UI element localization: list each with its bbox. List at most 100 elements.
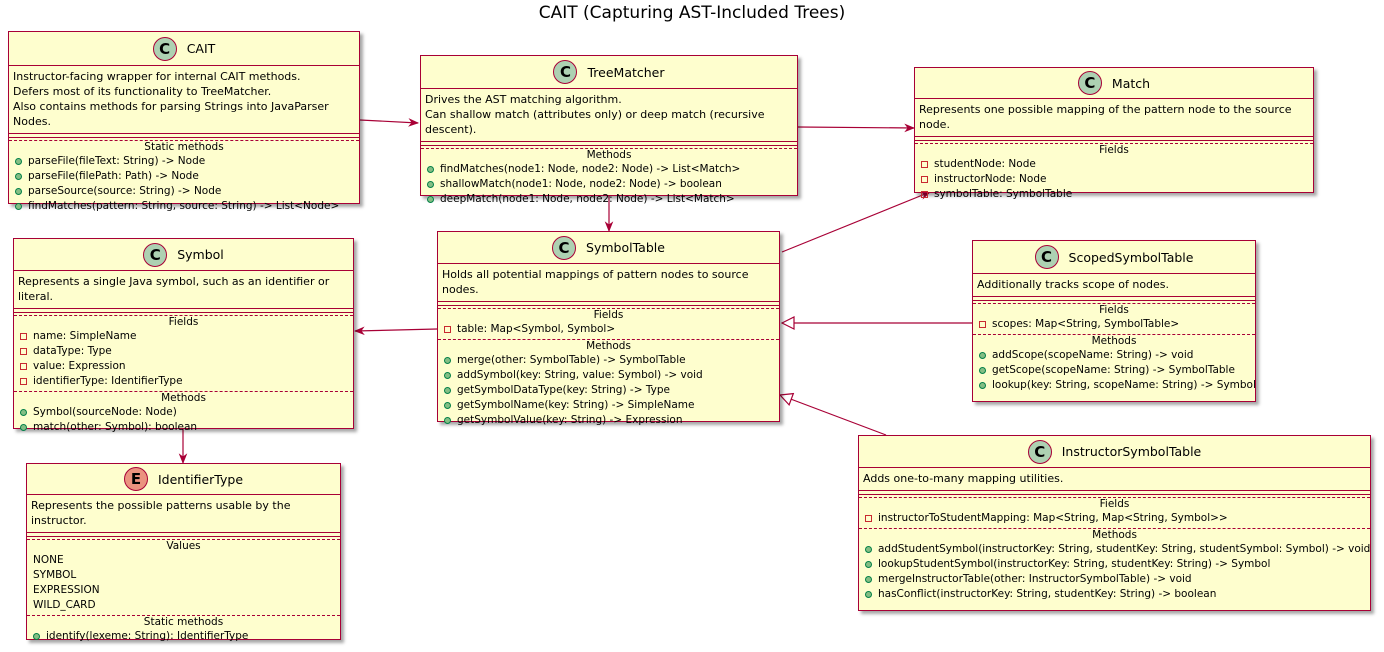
class-header: C Symbol bbox=[14, 239, 353, 271]
public-visibility-icon bbox=[15, 188, 22, 195]
class-name: ScopedSymbolTable bbox=[1068, 249, 1194, 265]
section-label: Fields bbox=[859, 497, 1370, 511]
edge-symboltable-symbol bbox=[353, 326, 438, 336]
class-badge-icon: C bbox=[1027, 439, 1052, 464]
field-row: dataType: Type bbox=[14, 344, 353, 359]
enum-value: WILD_CARD bbox=[33, 599, 96, 611]
public-visibility-icon bbox=[444, 402, 451, 409]
class-description: Instructor-facing wrapper for internal C… bbox=[9, 66, 359, 134]
method-row: findMatches(node1: Node, node2: Node) ->… bbox=[421, 162, 797, 177]
private-visibility-icon bbox=[921, 176, 928, 183]
section-label: Fields bbox=[14, 315, 353, 329]
enum-identifiertype[interactable]: E IdentifierType Represents the possible… bbox=[26, 463, 341, 642]
class-description: Represents a single Java symbol, such as… bbox=[14, 271, 353, 309]
enum-value: EXPRESSION bbox=[33, 584, 100, 596]
class-description: Represents one possible mapping of the p… bbox=[915, 99, 1313, 137]
public-visibility-icon bbox=[20, 424, 27, 431]
description-line: Also contains methods for parsing String… bbox=[13, 100, 329, 128]
separator bbox=[14, 309, 353, 313]
field-row: instructorNode: Node bbox=[915, 172, 1313, 187]
method-row: getScope(scopeName: String) -> SymbolTab… bbox=[973, 363, 1255, 378]
public-visibility-icon bbox=[444, 357, 451, 364]
separator bbox=[973, 297, 1255, 301]
separator bbox=[438, 302, 779, 306]
description-line: Can shallow match (attributes only) or d… bbox=[425, 108, 765, 136]
field-row: name: SimpleName bbox=[14, 329, 353, 344]
description-line: Defers most of its functionality to Tree… bbox=[13, 85, 272, 98]
method-row: deepMatch(node1: Node, node2: Node) -> L… bbox=[421, 192, 797, 207]
method-row: getSymbolValue(key: String) -> Expressio… bbox=[438, 413, 779, 428]
class-badge-icon: C bbox=[1077, 71, 1102, 95]
method-row: identify(lexeme: String): IdentifierType bbox=[27, 629, 340, 644]
field-row: identifierType: IdentifierType bbox=[14, 374, 353, 389]
enum-badge-icon: E bbox=[123, 467, 148, 491]
method-row: addStudentSymbol(instructorKey: String, … bbox=[859, 542, 1370, 557]
edge-cait-treematcher bbox=[359, 118, 420, 127]
public-visibility-icon bbox=[444, 372, 451, 379]
public-visibility-icon bbox=[865, 591, 872, 598]
class-name: TreeMatcher bbox=[587, 64, 665, 80]
public-visibility-icon bbox=[979, 367, 986, 374]
description-line: Holds all potential mappings of pattern … bbox=[442, 268, 749, 296]
description-line: Represents the possible patterns usable … bbox=[31, 499, 291, 527]
field-row: value: Expression bbox=[14, 359, 353, 374]
separator bbox=[9, 134, 359, 138]
private-visibility-icon bbox=[865, 515, 872, 522]
field-row: instructorToStudentMapping: Map<String, … bbox=[859, 511, 1370, 526]
private-visibility-icon bbox=[20, 378, 27, 385]
section-label: Methods bbox=[973, 334, 1255, 348]
class-header: C SymbolTable bbox=[438, 232, 779, 264]
method-row: findMatches(pattern: String, source: Str… bbox=[9, 199, 359, 214]
section-label: Fields bbox=[915, 143, 1313, 157]
private-visibility-icon bbox=[921, 191, 928, 198]
section-label: Methods bbox=[859, 528, 1370, 542]
class-name: InstructorSymbolTable bbox=[1061, 444, 1202, 459]
class-badge-icon: C bbox=[552, 235, 577, 260]
section-label: Static methods bbox=[9, 140, 359, 154]
class-description: Adds one-to-many mapping utilities. bbox=[859, 468, 1370, 491]
method-row: parseSource(source: String) -> Node bbox=[9, 184, 359, 199]
diagram-title: CAIT (Capturing AST-Included Trees) bbox=[538, 3, 846, 23]
class-header: E IdentifierType bbox=[27, 464, 340, 495]
edge-treematcher-match bbox=[797, 123, 916, 133]
public-visibility-icon bbox=[427, 166, 434, 173]
field-row: scopes: Map<String, SymbolTable> bbox=[973, 317, 1255, 332]
class-symboltable[interactable]: C SymbolTable Holds all potential mappin… bbox=[437, 231, 780, 426]
public-visibility-icon bbox=[979, 382, 986, 389]
description-line: Represents a single Java symbol, such as… bbox=[18, 275, 330, 303]
public-visibility-icon bbox=[865, 576, 872, 583]
separator bbox=[421, 142, 797, 146]
method-row: parseFile(fileText: String) -> Node bbox=[9, 154, 359, 169]
private-visibility-icon bbox=[20, 363, 27, 370]
class-name: Match bbox=[1111, 75, 1151, 91]
private-visibility-icon bbox=[20, 348, 27, 355]
method-row: lookupStudentSymbol(instructorKey: Strin… bbox=[859, 557, 1370, 572]
method-row: Symbol(sourceNode: Node) bbox=[14, 405, 353, 420]
class-treematcher[interactable]: C TreeMatcher Drives the AST matching al… bbox=[420, 55, 798, 205]
class-name: SymbolTable bbox=[586, 240, 665, 255]
section-label: Fields bbox=[973, 303, 1255, 317]
method-row: shallowMatch(node1: Node, node2: Node) -… bbox=[421, 177, 797, 192]
class-scopedsymboltable[interactable]: C ScopedSymbolTable Additionally tracks … bbox=[972, 240, 1256, 402]
method-row: parseFile(filePath: Path) -> Node bbox=[9, 169, 359, 184]
method-row: lookup(key: String, scopeName: String) -… bbox=[973, 378, 1256, 393]
class-header: C Match bbox=[915, 68, 1313, 99]
class-symbol[interactable]: C Symbol Represents a single Java symbol… bbox=[13, 238, 354, 433]
edge-instructor-symboltable bbox=[780, 395, 887, 436]
description-line: Adds one-to-many mapping utilities. bbox=[863, 472, 1064, 485]
method-row: getSymbolName(key: String) -> SimpleName bbox=[438, 398, 779, 413]
class-match[interactable]: C Match Represents one possible mapping … bbox=[914, 67, 1314, 200]
private-visibility-icon bbox=[20, 333, 27, 340]
separator bbox=[859, 491, 1370, 495]
class-name: Symbol bbox=[177, 247, 224, 262]
edge-symboltable-match bbox=[781, 191, 932, 253]
class-name: IdentifierType bbox=[157, 471, 244, 487]
class-instructorsymboltable[interactable]: C InstructorSymbolTable Adds one-to-many… bbox=[858, 435, 1371, 611]
field-row: studentNode: Node bbox=[915, 157, 1313, 172]
enum-value: NONE bbox=[33, 554, 64, 566]
field-row: symbolTable: SymbolTable bbox=[915, 187, 1313, 202]
method-row: getSymbolDataType(key: String) -> Type bbox=[438, 383, 779, 398]
description-line: Represents one possible mapping of the p… bbox=[919, 103, 1292, 131]
class-badge-icon: C bbox=[152, 36, 177, 61]
class-cait[interactable]: C CAIT Instructor-facing wrapper for int… bbox=[8, 31, 360, 212]
